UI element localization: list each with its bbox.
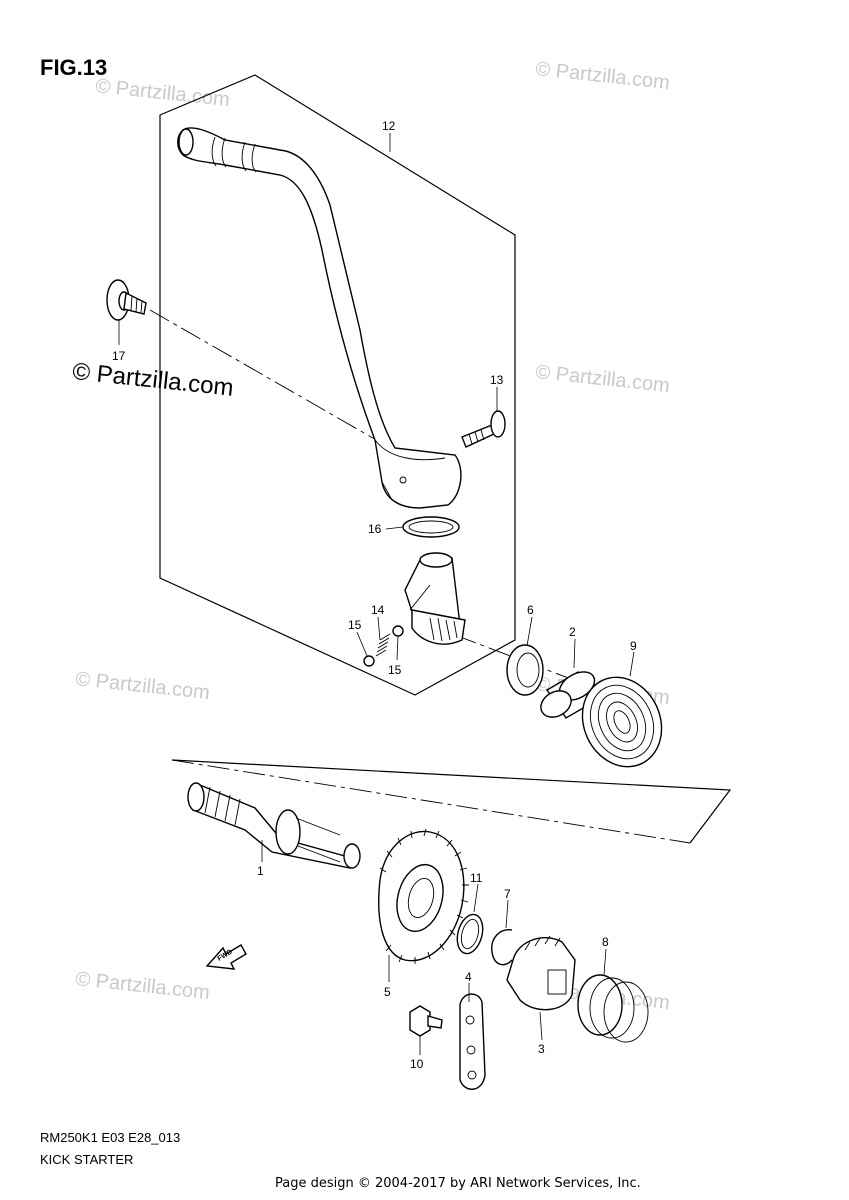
assembly-frame xyxy=(159,74,516,696)
spring-9 xyxy=(581,676,663,768)
watermark: © Partzilla.com xyxy=(74,968,210,1004)
kick-gear-5 xyxy=(378,828,469,964)
spring-8 xyxy=(577,974,649,1043)
diagram-name: KICK STARTER xyxy=(40,1152,134,1167)
callout-2: 2 xyxy=(569,625,576,639)
callout-7: 7 xyxy=(504,887,511,901)
watermark: © Partzilla.com xyxy=(74,668,210,704)
page-credit: Page design © 2004-2017 by ARI Network S… xyxy=(275,1176,641,1191)
callout-10: 10 xyxy=(410,1057,424,1071)
callout-12: 12 xyxy=(382,119,396,133)
ball-15-right xyxy=(392,625,404,637)
o-ring-16 xyxy=(402,516,460,538)
watermark: © Partzilla.com xyxy=(534,58,670,94)
fwd-arrow-icon: FWD xyxy=(205,944,247,970)
callout-8: 8 xyxy=(602,935,609,949)
bolt-13 xyxy=(461,410,506,448)
callout-9: 9 xyxy=(630,639,637,653)
figure-title: FIG.13 xyxy=(40,55,108,80)
ball-15-left xyxy=(363,655,375,667)
callout-13: 13 xyxy=(490,373,504,387)
kick-lever xyxy=(177,127,462,509)
callout-5: 5 xyxy=(384,985,391,999)
ratchet-3 xyxy=(506,935,576,1011)
callout-14: 14 xyxy=(371,603,385,617)
washer-11 xyxy=(456,913,484,955)
kick-shaft-boss xyxy=(404,552,466,645)
bolt-17-centerline xyxy=(149,309,386,446)
callout-15-left: 15 xyxy=(348,618,362,632)
callout-17: 17 xyxy=(112,349,126,363)
callout-1: 1 xyxy=(257,864,264,878)
callout-4: 4 xyxy=(465,970,472,984)
kick-shaft-1 xyxy=(187,782,361,869)
callout-3: 3 xyxy=(538,1042,545,1056)
o-ring-16-inner xyxy=(408,520,454,534)
leader-lines xyxy=(118,133,635,1055)
watermark-layer: © Partzilla.com © Partzilla.com © Partzi… xyxy=(74,58,670,1014)
shaft-assembly-bracket xyxy=(171,759,732,844)
callouts: 12 17 13 16 14 15 15 6 2 9 1 11 7 8 5 4 … xyxy=(112,119,637,1071)
callout-15-right: 15 xyxy=(388,663,402,677)
bolt-17 xyxy=(106,279,147,321)
shaft-centerline xyxy=(171,759,691,844)
circlip-7 xyxy=(491,929,513,966)
bolt-10 xyxy=(409,1005,443,1037)
plate-4 xyxy=(459,993,486,1090)
spring-14 xyxy=(375,633,391,657)
callout-6: 6 xyxy=(527,603,534,617)
seal-6 xyxy=(506,644,544,696)
watermark: © Partzilla.com xyxy=(534,361,670,397)
callout-16: 16 xyxy=(368,522,382,536)
callout-11: 11 xyxy=(470,871,483,885)
model-code: RM250K1 E03 E28_013 xyxy=(40,1130,181,1145)
watermark: © Partzilla.com xyxy=(94,75,230,111)
